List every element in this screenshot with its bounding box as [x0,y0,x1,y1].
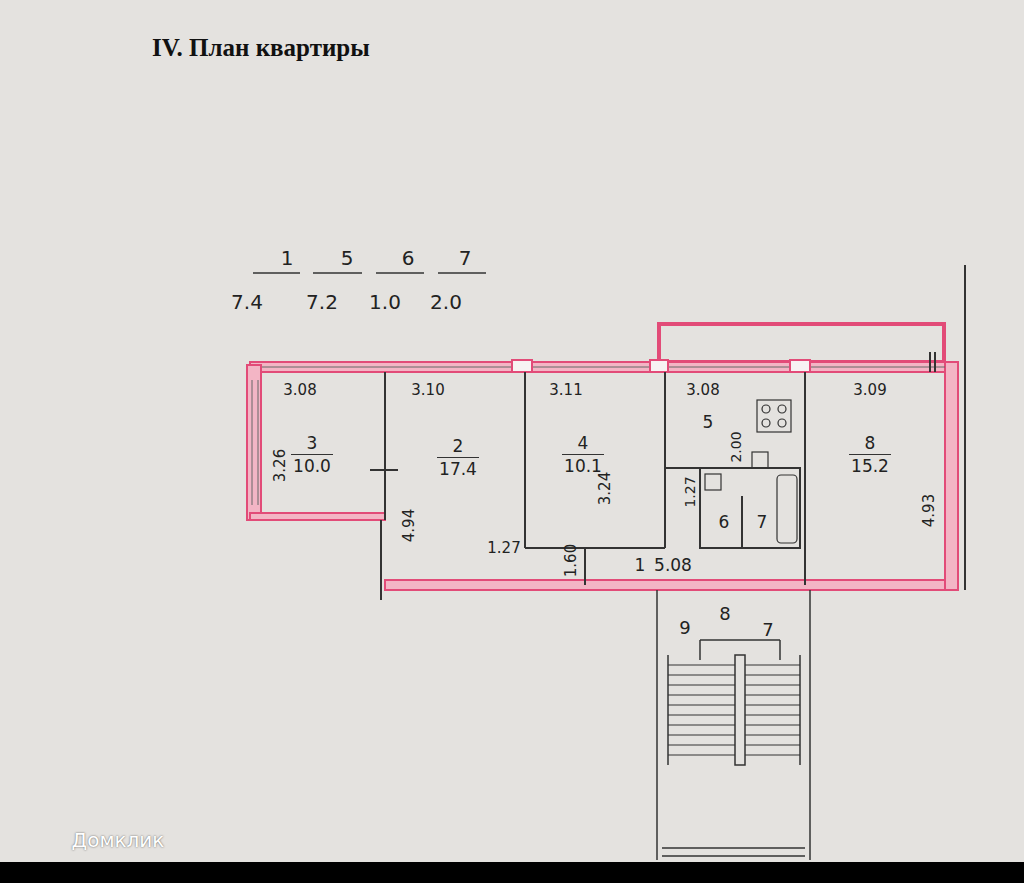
stair-step [745,685,800,686]
fraction-bars [253,272,486,274]
piers [512,360,810,372]
table-number: 5 [341,248,354,268]
dimension: 3.11 [549,383,582,398]
staircase [657,590,810,860]
dimension: 1.60 [565,543,580,576]
table-number: 1 [281,248,294,268]
windows [252,367,945,505]
room-number: 2 [437,438,479,458]
stair-step [745,755,800,756]
room-number: 3 [291,435,333,455]
room-label: 410.1 [562,435,604,475]
stair-step [745,745,800,746]
table-area: 7.4 [231,292,263,312]
stair-step [745,695,800,696]
dimension: 3.08 [686,383,719,398]
dimension: 3.10 [411,383,444,398]
table-area: 7.2 [306,292,338,312]
room-area: 17.4 [439,458,477,478]
stair-step [745,715,800,716]
stair-step [668,665,735,666]
room-number: 4 [562,435,604,455]
stair-step [745,675,800,676]
dimension: 4.93 [923,493,938,526]
dimension: 3.08 [283,383,316,398]
stair-step [668,685,735,686]
table-number: 7 [459,248,472,268]
outer-walls [247,362,958,590]
stair-step [668,705,735,706]
room: 7 [745,500,775,545]
room: 410.1 [528,374,663,546]
balcony [659,324,944,362]
partitions [370,265,965,600]
table-number: 6 [402,248,415,268]
room: 815.2 [808,374,943,578]
table-area: 2.0 [430,292,462,312]
room-area: 10.0 [293,455,331,475]
watermark: Домклик [72,830,165,850]
dimension: 2.00 [729,431,743,462]
room: 310.0 [262,372,382,512]
room: 6 [703,500,741,545]
floor-number: 7 [762,621,773,639]
stair-step [668,695,735,696]
room-number: 5 [703,414,714,431]
dimension: 3.24 [599,471,614,504]
dimension: 3.26 [274,448,289,481]
room-number: 8 [849,435,891,455]
stair-step [745,705,800,706]
room-label: 815.2 [849,435,891,475]
dimension: 1.27 [487,541,520,556]
stair-step [668,715,735,716]
floor-number: 9 [679,619,690,637]
stair-step [745,665,800,666]
room-number: 6 [719,514,730,531]
stair-step [745,735,800,736]
stair-step [668,745,735,746]
room-number: 1 [635,557,646,574]
stair-step [668,675,735,676]
stair-step [668,755,735,756]
dimension: 4.94 [403,508,418,541]
bottom-band [0,862,1024,883]
table-area: 1.0 [369,292,401,312]
stair-steps [668,665,800,755]
room-area: 5.08 [654,557,692,574]
dimension: 1.27 [683,476,697,507]
fixtures [705,400,797,543]
room: 15.08 [588,550,698,580]
stair-step [668,735,735,736]
room-number: 7 [757,514,768,531]
stair-step [668,725,735,726]
floor-number: 8 [719,605,730,623]
room-area: 15.2 [851,455,889,475]
plan-title: IV. План квартиры [152,34,370,62]
stair-step [745,725,800,726]
room-area: 10.1 [564,455,602,475]
room-label: 217.4 [437,438,479,478]
room-label: 310.0 [291,435,333,475]
dimension: 3.09 [853,383,886,398]
